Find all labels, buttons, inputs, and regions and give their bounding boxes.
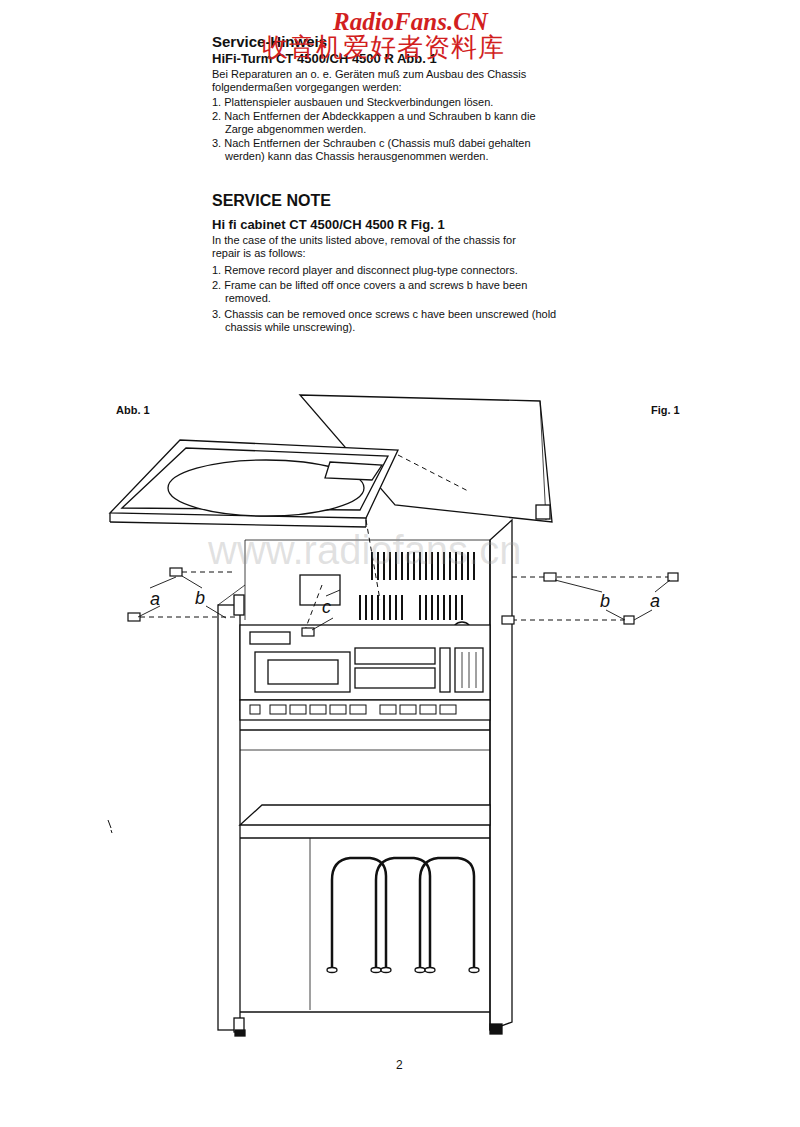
step-text: 2. Frame can be lifted off once covers a… xyxy=(212,279,560,305)
page-number: 2 xyxy=(396,1058,403,1072)
watermark: 收音机爱好者资料库 xyxy=(262,30,505,65)
step-text: 1. Plattenspieler ausbauen und Steckverb… xyxy=(212,96,560,109)
callout-letter: c xyxy=(322,598,331,616)
body-text: Bei Reparaturen an o. e. Geräten muß zum… xyxy=(212,68,547,94)
step-text: 2. Nach Entfernen der Abdeckkappen a und… xyxy=(212,110,560,136)
body-text: In the case of the units listed above, r… xyxy=(212,234,547,260)
callout-letter: b xyxy=(195,589,205,607)
section-heading: Hi fi cabinet CT 4500/CH 4500 R Fig. 1 xyxy=(212,217,445,232)
callout-letter: a xyxy=(150,590,160,608)
section-heading: SERVICE NOTE xyxy=(212,192,331,210)
figure-label: Fig. 1 xyxy=(651,404,680,417)
step-text: 1. Remove record player and disconnect p… xyxy=(212,264,560,277)
callout-letter: b xyxy=(600,592,610,610)
step-text: 3. Nach Entfernen der Schrauben c (Chass… xyxy=(212,137,560,163)
watermark: RadioFans.CN xyxy=(333,8,488,36)
callout-letter: a xyxy=(650,592,660,610)
figure-label: Abb. 1 xyxy=(116,404,150,417)
watermark: www.radiofans.cn xyxy=(208,528,521,573)
step-text: 3. Chassis can be removed once screws c … xyxy=(212,308,560,334)
